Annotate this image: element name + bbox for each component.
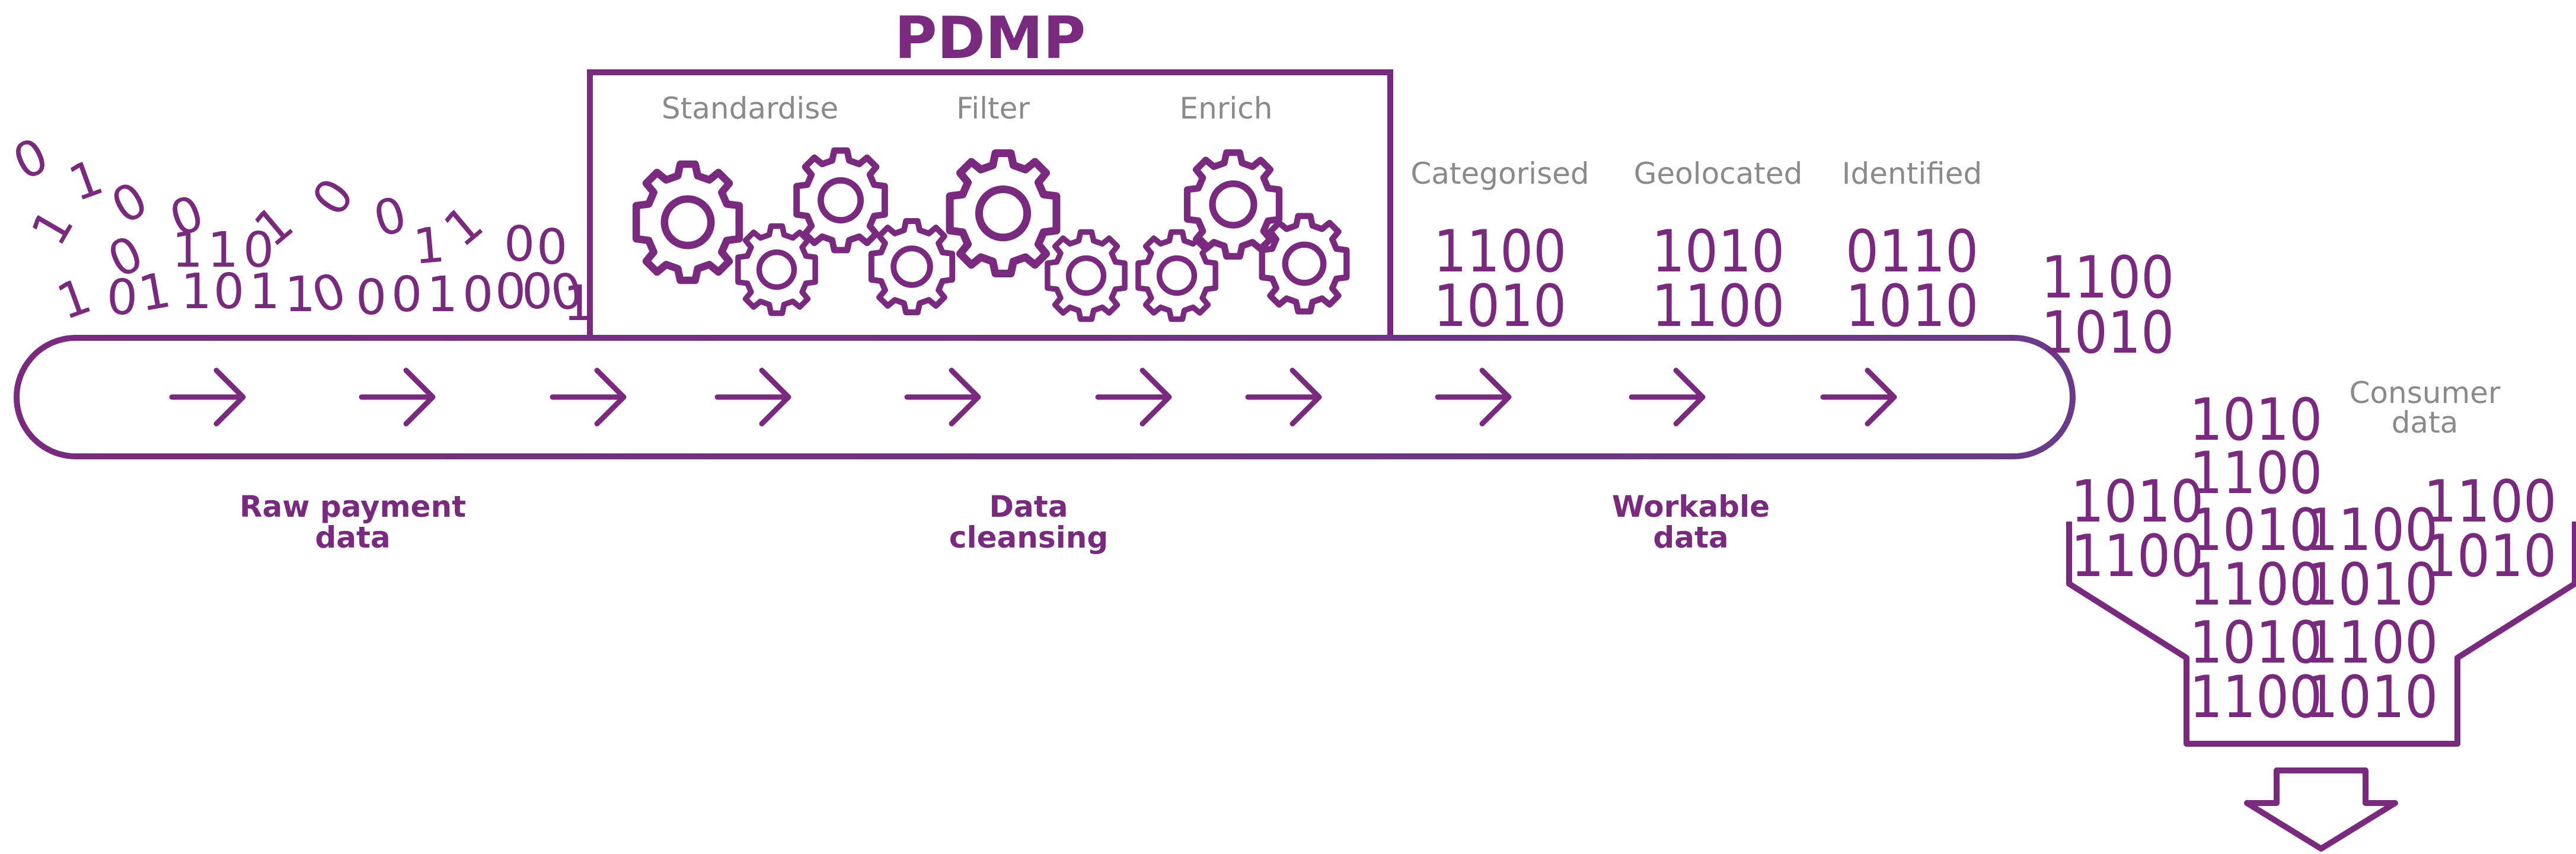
raw-digit: 0 (213, 264, 244, 320)
funnel-code: 1100 (2305, 609, 2438, 677)
gear-icon (636, 164, 739, 280)
raw-digit: 0 (162, 185, 211, 248)
step-standardise: Standardise (662, 91, 838, 126)
code-geolocated-1: 1010 (1652, 218, 1785, 286)
raw-digit: 0 (302, 168, 366, 226)
raw-digit: 1 (181, 264, 212, 320)
raw-digit: 1 (172, 222, 203, 279)
pdmp-box (587, 69, 1393, 338)
raw-digit: 0 (522, 264, 553, 320)
funnel-code: 1010 (2071, 468, 2204, 536)
code-identified-2: 1010 (1846, 273, 1978, 340)
arrow-right-icon (362, 370, 433, 424)
arrow-right-icon (553, 370, 624, 424)
funnel-code: 1010 (2189, 609, 2322, 677)
output-label-identified: Identified (1842, 156, 1982, 191)
raw-digit: 1 (427, 267, 458, 323)
gear-icon (1048, 232, 1125, 319)
exit-code-1: 1100 (2041, 244, 2174, 312)
funnel-codes: 1010 1100 1010 1100 1010 1100 1100 1010 … (2071, 386, 2556, 731)
down-arrow-icon (2244, 767, 2398, 852)
raw-digit: 0 (368, 186, 413, 248)
step-enrich: Enrich (1180, 91, 1273, 126)
output-label-categorised: Categorised (1410, 156, 1589, 191)
code-geolocated-2: 1100 (1652, 273, 1785, 340)
raw-digit: 1 (563, 276, 594, 332)
diagram-title: PDMP (895, 5, 1086, 72)
arrow-right-icon (907, 370, 978, 424)
gear-icon (1262, 216, 1347, 312)
gear-icon (738, 226, 815, 314)
stage-label-workable-line2: data (1653, 520, 1728, 555)
raw-digit: 0 (356, 270, 387, 326)
stage-label-cleansing-line1: Data (989, 490, 1068, 524)
raw-digit: 0 (504, 216, 535, 273)
raw-digit: 1 (135, 262, 175, 323)
raw-digit: 0 (107, 270, 138, 326)
raw-digit: 0 (462, 267, 493, 323)
raw-digit: 0 (391, 267, 422, 323)
raw-digit: 1 (411, 217, 446, 276)
arrow-right-icon (1823, 370, 1894, 424)
raw-digit: 1 (208, 222, 238, 279)
funnel-code: 1100 (2071, 523, 2204, 590)
raw-digit: 0 (243, 222, 274, 279)
funnel (2066, 522, 2576, 747)
arrow-right-icon (717, 370, 789, 424)
gears-group (636, 151, 1346, 319)
step-filter: Filter (956, 91, 1030, 126)
gear-icon (797, 151, 885, 250)
raw-digit: 1 (249, 264, 280, 320)
output-label-geolocated: Geolocated (1634, 156, 1803, 191)
raw-digit: 0 (103, 171, 158, 235)
conveyor-belt (14, 335, 2076, 459)
gear-icon (950, 153, 1056, 274)
code-identified-1: 0110 (1846, 218, 1978, 286)
arrow-right-icon (1438, 370, 1509, 424)
consumer-label-line1: Consumer (2350, 376, 2501, 410)
raw-digit: 0 (537, 219, 567, 276)
raw-digit: 1 (50, 268, 98, 331)
raw-digit: 0 (495, 264, 526, 320)
stage-label-cleansing-line2: cleansing (949, 520, 1108, 555)
stage-label-workable-line1: Workable (1612, 490, 1770, 524)
funnel-code: 1010 (2305, 551, 2438, 619)
arrow-right-icon (1098, 370, 1169, 424)
funnel-code: 1010 (2305, 664, 2438, 731)
gear-icon (872, 221, 952, 312)
code-categorised-2: 1010 (1434, 273, 1566, 340)
raw-digit: 0 (5, 127, 56, 191)
funnel-code: 1010 (2189, 386, 2322, 454)
stage-label-raw-line2: data (315, 520, 390, 555)
funnel-code: 1010 (2189, 497, 2322, 564)
funnel-code: 1100 (2189, 664, 2322, 731)
raw-digit: 1 (62, 149, 110, 213)
funnel-code: 1100 (2305, 497, 2438, 564)
arrow-right-icon (172, 370, 243, 424)
consumer-label-line2: data (2392, 405, 2459, 440)
funnel-code: 1100 (2189, 551, 2322, 619)
belt-arrows (172, 370, 1894, 424)
funnel-code: 1100 (2424, 468, 2556, 536)
gear-icon (1188, 153, 1279, 257)
arrow-right-icon (1248, 370, 1319, 424)
funnel-code: 1010 (2424, 523, 2556, 590)
raw-digit: 1 (285, 267, 315, 323)
raw-digit: 1 (21, 200, 85, 255)
exit-code-2: 1010 (2041, 299, 2174, 367)
code-categorised-1: 1100 (1434, 218, 1566, 286)
funnel-code: 1100 (2189, 440, 2322, 507)
stage-label-raw-line1: Raw payment (240, 490, 466, 524)
arrow-right-icon (1632, 370, 1703, 424)
